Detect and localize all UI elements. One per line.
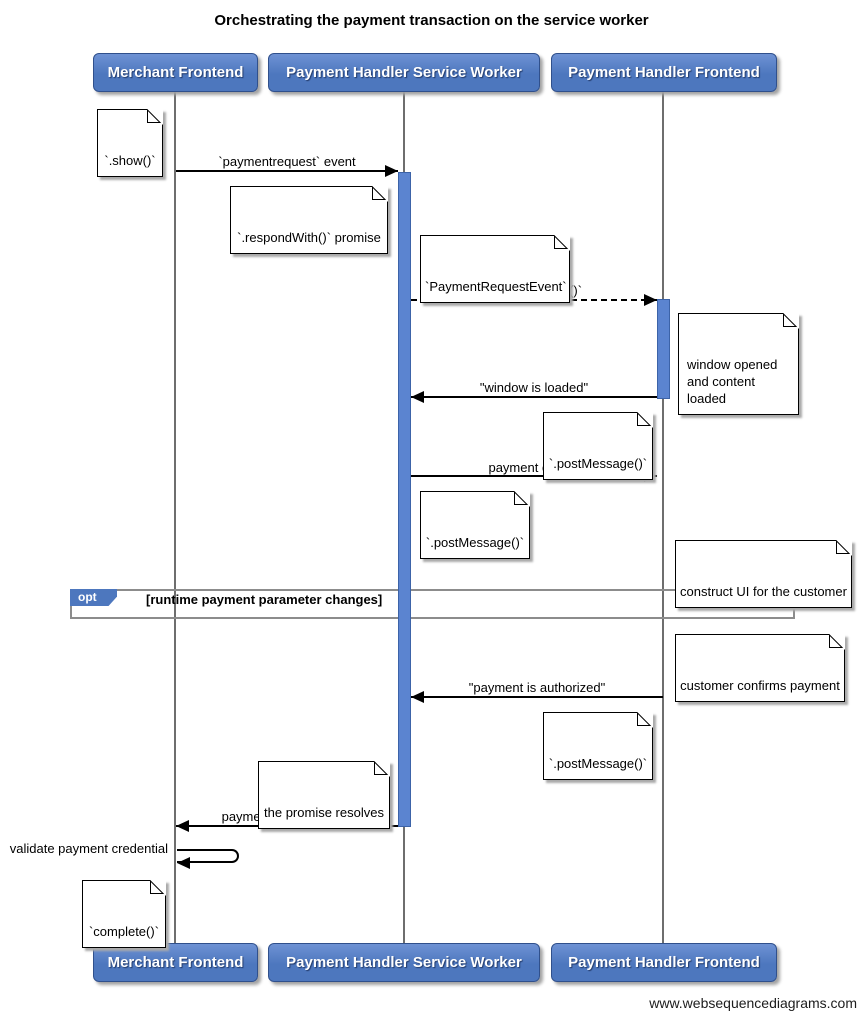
opt-frame-tab: opt [70,589,117,606]
note-fold-icon [637,712,653,728]
participant-label: Payment Handler Frontend [568,64,760,81]
arrowhead-left-icon [411,391,424,403]
self-call-loop [177,849,239,863]
arrowhead-left-icon [177,857,190,869]
arrowhead-right-icon [644,294,657,306]
note-payment-request-event: `PaymentRequestEvent` [420,235,570,303]
note-post-message-2: `.postMessage()` [420,491,530,559]
arrowhead-right-icon [385,165,398,177]
note-construct-ui: construct UI for the customer [675,540,852,608]
lifeline-payment-handler-frontend [662,92,664,943]
note-text: window opened and content loaded [687,357,778,406]
activation-service-worker [398,172,411,827]
diagram-title: Orchestrating the payment transaction on… [214,12,649,29]
participant-label: Payment Handler Service Worker [286,954,522,971]
arrowhead-left-icon [411,691,424,703]
note-fold-icon [150,880,166,896]
participant-payment-handler-frontend-top: Payment Handler Frontend [551,53,777,92]
note-fold-icon [147,109,163,125]
note-fold-icon [836,540,852,556]
note-text: `.respondWith()` promise [237,230,381,245]
arrow-line [176,170,398,172]
note-fold-icon [554,235,570,251]
note-promise-resolves: the promise resolves [258,761,390,829]
activation-payment-handler-frontend [657,299,670,399]
note-fold-icon [372,186,388,202]
note-text: `.show()` [104,153,156,168]
participant-label: Merchant Frontend [107,954,244,971]
note-complete: `complete()` [82,880,166,948]
note-text: `.postMessage()` [548,456,648,471]
note-text: customer confirms payment [680,678,840,693]
note-text: construct UI for the customer [680,584,847,599]
note-text: `.postMessage()` [548,756,648,771]
note-text: `PaymentRequestEvent` [425,279,567,294]
note-respond-with: `.respondWith()` promise [230,186,388,254]
note-fold-icon [637,412,653,428]
note-fold-icon [374,761,390,777]
note-show: `.show()` [97,109,163,177]
participant-service-worker-bottom: Payment Handler Service Worker [268,943,540,982]
note-post-message-1: `.postMessage()` [543,412,653,480]
note-text: the promise resolves [264,805,384,820]
arrow-line [411,396,657,398]
participant-label: Payment Handler Service Worker [286,64,522,81]
note-customer-confirms: customer confirms payment [675,634,845,702]
message-payment-is-authorized-label: "payment is authorized" [468,680,606,695]
participant-label: Payment Handler Frontend [568,954,760,971]
participant-service-worker-top: Payment Handler Service Worker [268,53,540,92]
arrowhead-left-icon [176,820,189,832]
participant-label: Merchant Frontend [107,64,244,81]
note-fold-icon [783,313,799,329]
arrow-line [411,475,657,477]
arrow-line [411,696,663,698]
participant-payment-handler-frontend-bottom: Payment Handler Frontend [551,943,777,982]
note-fold-icon [829,634,845,650]
lifeline-merchant-frontend [174,92,176,943]
participant-merchant-frontend-bottom: Merchant Frontend [93,943,258,982]
message-paymentrequest-event-label: `paymentrequest` event [218,154,356,169]
participant-merchant-frontend-top: Merchant Frontend [93,53,258,92]
message-validate-payment-credential-label: validate payment credential [9,841,168,856]
note-post-message-3: `.postMessage()` [543,712,653,780]
note-fold-icon [514,491,530,507]
note-text: `.postMessage()` [425,535,525,550]
note-text: `complete()` [88,924,160,939]
opt-frame-guard: [runtime payment parameter changes] [146,592,383,607]
watermark: www.websequencediagrams.com [649,995,857,1011]
message-window-is-loaded-label: "window is loaded" [479,380,589,395]
note-window-opened: window opened and content loaded [678,313,799,415]
